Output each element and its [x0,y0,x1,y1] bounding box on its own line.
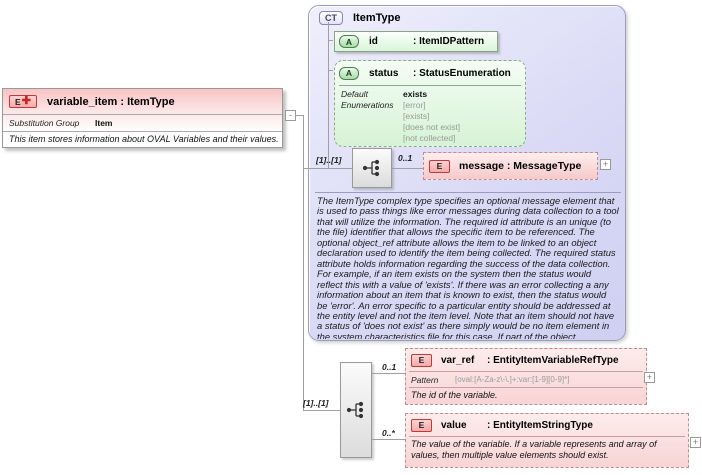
enumeration-value: [error] [403,100,426,110]
sequence-cardinality-label: [1]..[1] [316,155,342,165]
element-substitution-badge-icon: E ✚ [9,95,37,108]
sequence-cardinality-label: [1]..[1] [303,398,329,408]
attribute-id-box[interactable]: A id : ItemIDPattern [334,31,498,52]
var-ref-pattern-row: Pattern [oval:[A-Za-z\-\.]+:var:[1-9][0-… [406,372,646,387]
var-ref-description: The id of the variable. [411,390,498,400]
sequence-compositor-icon[interactable] [340,362,372,458]
message-element-box[interactable]: E message : MessageType [423,152,598,180]
attribute-status-header: A status : StatusEnumeration [335,61,525,85]
value-description: The value of the variable. If a variable… [411,439,657,460]
connector-line [328,22,329,168]
attribute-id-type: : ItemIDPattern [413,36,485,47]
attribute-id-name: id [369,36,378,47]
element-badge-icon: E [429,159,450,173]
sequence-compositor-icon[interactable] [352,148,392,188]
var-ref-name: var_ref [441,354,475,366]
substitution-group-label: Substitution Group [9,118,80,128]
badge-letter: E [15,96,21,107]
connector-line [303,115,304,411]
complex-type-badge-icon: CT [319,11,343,25]
attribute-badge-icon: A [339,35,359,48]
divider [409,436,685,437]
enumerations-label: Enumerations [341,100,394,110]
divider [409,387,643,388]
divider [409,371,643,372]
connector-line [303,168,352,169]
sequence-glyph-icon [346,401,364,419]
substitution-group-row: Substitution Group Item [3,114,282,132]
connector-line [303,410,340,411]
connector-line [328,70,333,71]
attribute-badge-icon: A [339,66,359,80]
connector-line [372,373,405,374]
value-cardinality-label: 0..* [382,428,395,438]
value-element-box[interactable]: E value : EntityItemStringType The value… [405,413,689,468]
expand-message-button[interactable]: + [600,159,611,170]
expand-var-ref-button[interactable]: + [644,372,655,383]
expand-value-button[interactable]: + [690,437,701,448]
var-ref-type: : EntityItemVariableRefType [487,354,619,366]
pattern-value: [oval:[A-Za-z\-\.]+:var:[1-9][0-9]*] [455,375,570,384]
connector-line [392,168,423,169]
connector-line [328,40,333,41]
divider [339,85,521,86]
connector-line [372,439,405,440]
item-type-title: ItemType [353,12,401,24]
substitution-group-value[interactable]: Item [95,118,113,128]
collapse-button[interactable]: - [285,110,296,121]
enumeration-value: [exists] [403,111,430,121]
element-badge-icon: E [411,418,432,432]
variable-item-description: This item stores information about OVAL … [9,134,279,144]
var-ref-header: E var_ref : EntityItemVariableRefType [406,349,646,371]
item-type-header: CT ItemType [309,6,625,25]
enumeration-value: [does not exist] [403,122,461,132]
connector-line [296,115,303,116]
default-label: Default [341,89,368,99]
status-facets: Default Enumerations exists [error] [exi… [335,86,525,144]
attribute-status-box[interactable]: A status : StatusEnumeration Default Enu… [334,60,526,147]
sequence-glyph-icon [362,159,380,177]
var-ref-element-box[interactable]: E var_ref : EntityItemVariableRefType Pa… [405,348,647,405]
attribute-status-name: status [369,67,399,79]
default-value: exists [403,89,428,99]
var-ref-cardinality-label: 0..1 [382,362,397,372]
element-badge-icon: E [411,353,432,367]
variable-item-box[interactable]: E ✚ variable_item : ItemType Substitutio… [2,88,283,148]
message-element-title: message : MessageType [459,160,582,172]
message-cardinality-label: 0..1 [398,153,413,163]
value-type: : EntityItemStringType [487,419,593,431]
plus-glyph-icon: ✚ [21,95,31,107]
item-type-annotation: The ItemType complex type specifies an o… [315,192,621,339]
value-header: E value : EntityItemStringType [406,414,688,436]
variable-item-title: variable_item : ItemType [47,95,175,108]
value-name: value [441,419,467,431]
attribute-status-type: : StatusEnumeration [413,67,511,79]
variable-item-header: E ✚ variable_item : ItemType [3,89,282,114]
enumeration-value: [not collected] [403,133,456,143]
pattern-label: Pattern [411,374,439,385]
